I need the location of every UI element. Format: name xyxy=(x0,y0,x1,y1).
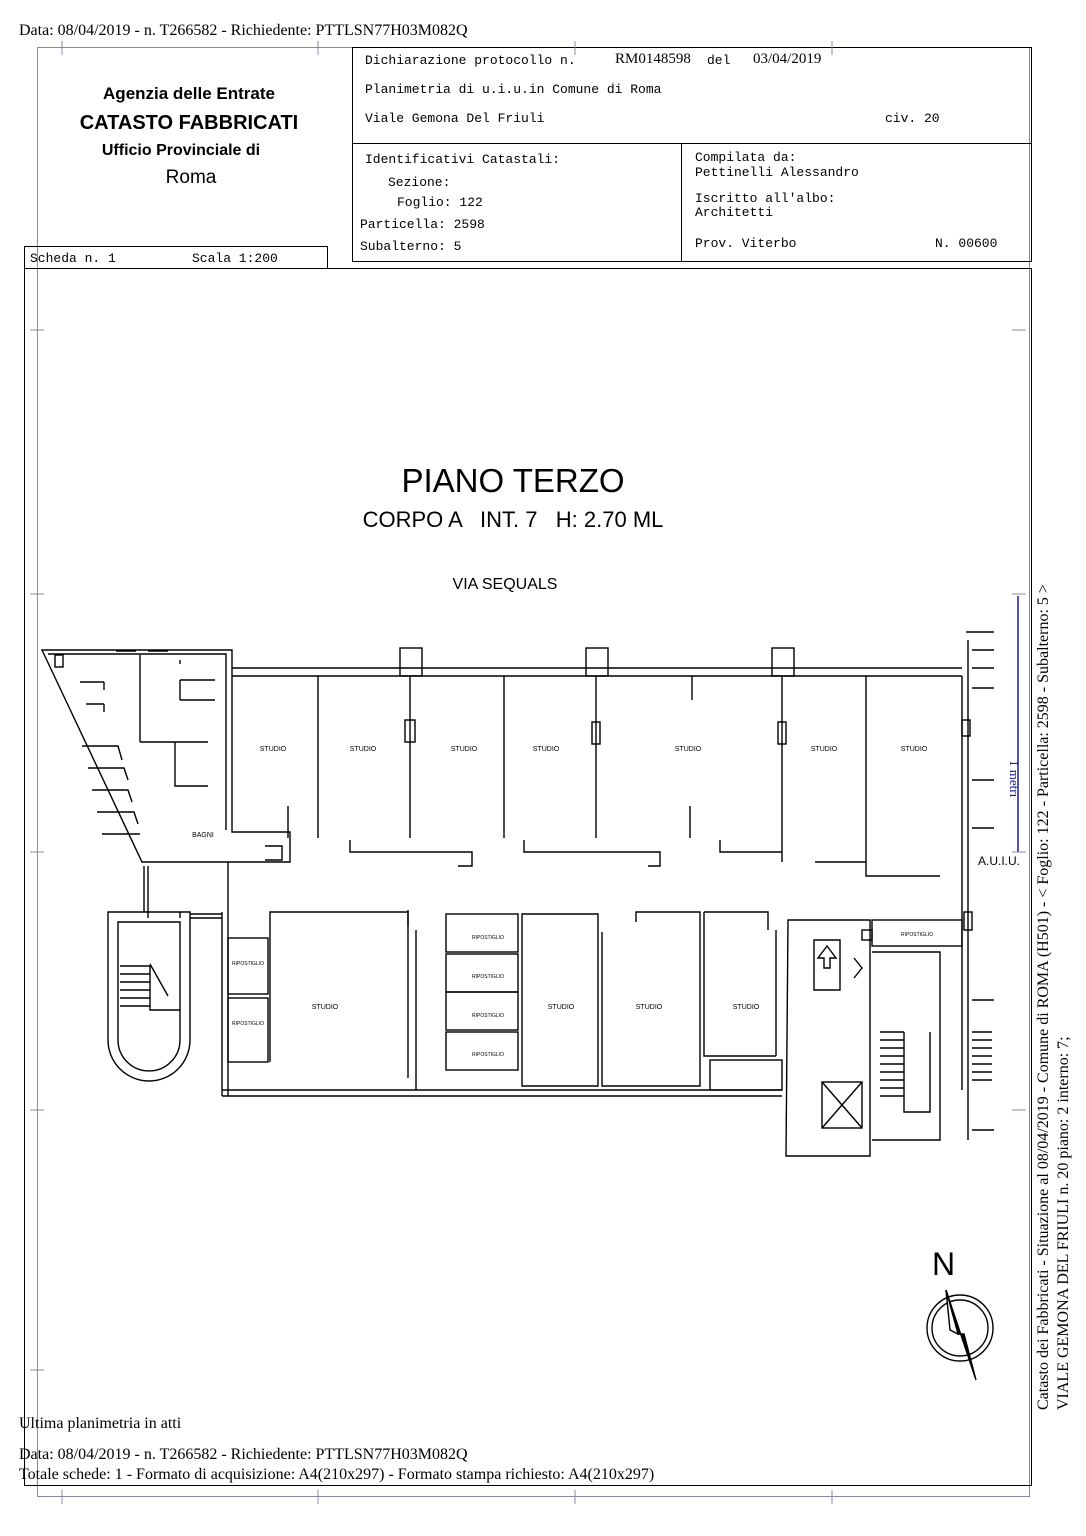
ultima-planimetria: Ultima planimetria in atti xyxy=(19,1415,182,1432)
room-label-ripostiglio-2: RIPOSTIGLIO xyxy=(232,1021,264,1027)
vertical-address-line: VIALE GEMONA DEL FRIULI n. 20 piano: 2 i… xyxy=(1055,1036,1072,1410)
room-label-studio-7: STUDIO xyxy=(901,746,928,753)
address-line: Viale Gemona Del Friuli xyxy=(365,111,545,126)
room-label-studio-6: STUDIO xyxy=(811,746,838,753)
catasto-title: CATASTO FABBRICATI xyxy=(79,112,299,134)
room-label-ripostiglio-4: RIPOSTIGLIO xyxy=(472,974,504,980)
scale-mark-label: 1 metri xyxy=(1007,760,1022,798)
room-label-ripostiglio-7: RIPOSTIGLIO xyxy=(901,932,933,938)
civic-number: civ. 20 xyxy=(885,111,940,126)
scale: Scala 1:200 xyxy=(192,251,278,266)
albo-number: N. 00600 xyxy=(935,236,998,251)
sezione: Sezione: xyxy=(388,175,451,190)
del-label: del xyxy=(707,53,731,68)
room-label-studio-3: STUDIO xyxy=(451,746,478,753)
protocol-box: Dichiarazione protocollo n. RM0148598 de… xyxy=(352,47,1032,144)
auiu-label: A.U.I.U. xyxy=(978,854,1020,868)
iscritto-label: Iscritto all'albo: xyxy=(695,191,836,206)
provincia: Prov. Viterbo xyxy=(695,236,797,251)
particella: Particella: 2598 xyxy=(360,217,485,232)
compilata-box: Compilata da: Pettinelli Alessandro Iscr… xyxy=(681,143,1032,262)
agency-name: Agenzia delle Entrate xyxy=(103,84,275,103)
room-label-studio-10: STUDIO xyxy=(636,1004,663,1011)
room-label-studio-1: STUDIO xyxy=(260,746,287,753)
north-label: N xyxy=(932,1246,955,1282)
room-label-ripostiglio-6: RIPOSTIGLIO xyxy=(472,1052,504,1058)
room-label-ripostiglio-3: RIPOSTIGLIO xyxy=(472,935,504,941)
iscritto-value: Architetti xyxy=(695,205,774,220)
drawing-frame xyxy=(24,268,1032,1486)
plan-subtitle: CORPO A INT. 7 H: 2.70 ML xyxy=(362,507,664,532)
compilata-name: Pettinelli Alessandro xyxy=(695,165,859,180)
room-label-ripostiglio-1: RIPOSTIGLIO xyxy=(232,961,264,967)
subalterno: Subalterno: 5 xyxy=(360,239,462,254)
planimetria-line: Planimetria di u.i.u.in Comune di Roma xyxy=(365,82,662,97)
foglio: Foglio: 122 xyxy=(397,195,483,210)
ufficio-city: Roma xyxy=(165,167,217,188)
room-label-studio-5: STUDIO xyxy=(675,746,702,753)
footer-totale-line: Totale schede: 1 - Formato di acquisizio… xyxy=(19,1466,655,1483)
street-label: VIA SEQUALS xyxy=(452,576,558,593)
ufficio-label: Ufficio Provinciale di xyxy=(101,142,261,159)
scheda-number: Scheda n. 1 xyxy=(30,251,116,266)
protocol-date: 03/04/2019 xyxy=(753,51,822,67)
dichiarazione-label: Dichiarazione protocollo n. xyxy=(365,53,576,68)
identificativi-box: Identificativi Catastali: Sezione: Fogli… xyxy=(352,143,682,262)
scheda-box: Scheda n. 1 Scala 1:200 xyxy=(24,246,328,269)
protocol-number: RM0148598 xyxy=(615,51,691,67)
room-label-studio-8: STUDIO xyxy=(312,1004,339,1011)
room-label-bagni: BAGNI xyxy=(192,832,214,839)
footer-data-line: Data: 08/04/2019 - n. T266582 - Richiede… xyxy=(19,1446,468,1463)
room-label-studio-2: STUDIO xyxy=(350,746,377,753)
room-label-studio-9: STUDIO xyxy=(548,1004,575,1011)
vertical-cadastre-line: Catasto dei Fabbricati - Situazione al 0… xyxy=(1035,584,1052,1410)
room-label-studio-4: STUDIO xyxy=(533,746,560,753)
identificativi-label: Identificativi Catastali: xyxy=(365,152,561,167)
room-label-studio-11: STUDIO xyxy=(733,1004,760,1011)
compass-icon xyxy=(926,1289,994,1381)
compilata-label: Compilata da: xyxy=(695,150,797,165)
room-label-ripostiglio-5: RIPOSTIGLIO xyxy=(472,1013,504,1019)
top-request-line: Data: 08/04/2019 - n. T266582 - Richiede… xyxy=(19,22,468,39)
plan-title: PIANO TERZO xyxy=(401,462,625,499)
